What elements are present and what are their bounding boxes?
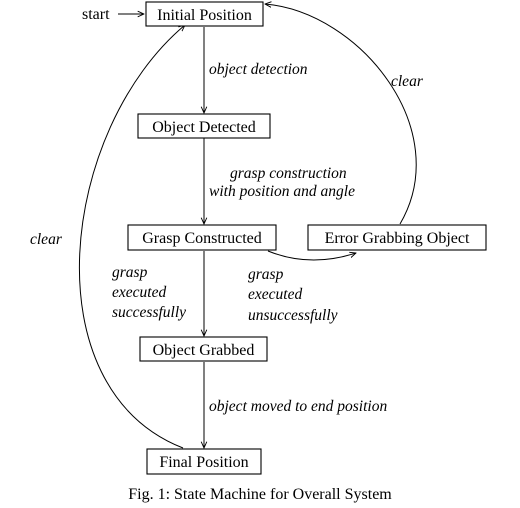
label-clear-error: clear xyxy=(391,73,424,90)
state-constructed-label: Grasp Constructed xyxy=(142,230,262,247)
state-initial-label: Initial Position xyxy=(157,7,252,24)
state-error-label: Error Grabbing Object xyxy=(325,230,470,247)
edge-clear-from-error xyxy=(265,4,417,225)
label-object-detection: object detection xyxy=(209,61,308,78)
label-success-1: grasp xyxy=(112,264,148,281)
label-object-moved: object moved to end position xyxy=(209,398,387,415)
label-fail-1: grasp xyxy=(248,266,284,283)
state-final-label: Final Position xyxy=(159,454,248,471)
label-success-3: successfully xyxy=(112,304,186,321)
edge-clear-from-final xyxy=(78,25,185,449)
state-grasp-constructed: Grasp Constructed xyxy=(127,224,277,251)
state-object-grabbed: Object Grabbed xyxy=(139,336,268,362)
start-label: start xyxy=(82,6,110,23)
label-fail-2: executed xyxy=(248,286,302,303)
state-object-detected: Object Detected xyxy=(137,113,271,139)
state-detected-label: Object Detected xyxy=(152,119,256,136)
state-initial-position: Initial Position xyxy=(145,1,264,27)
state-grabbed-label: Object Grabbed xyxy=(153,342,255,359)
label-grasp-construction-2: with position and angle xyxy=(209,183,355,200)
label-success-2: executed xyxy=(112,284,166,301)
label-fail-3: unsuccessfully xyxy=(248,307,338,324)
figure-caption: Fig. 1: State Machine for Overall System xyxy=(128,486,392,503)
edge-grasp-failure xyxy=(267,250,356,261)
label-clear-final: clear xyxy=(30,231,63,248)
state-final-position: Final Position xyxy=(146,448,262,475)
label-grasp-construction-1: grasp construction xyxy=(230,165,347,182)
state-error-grabbing: Error Grabbing Object xyxy=(307,224,487,251)
